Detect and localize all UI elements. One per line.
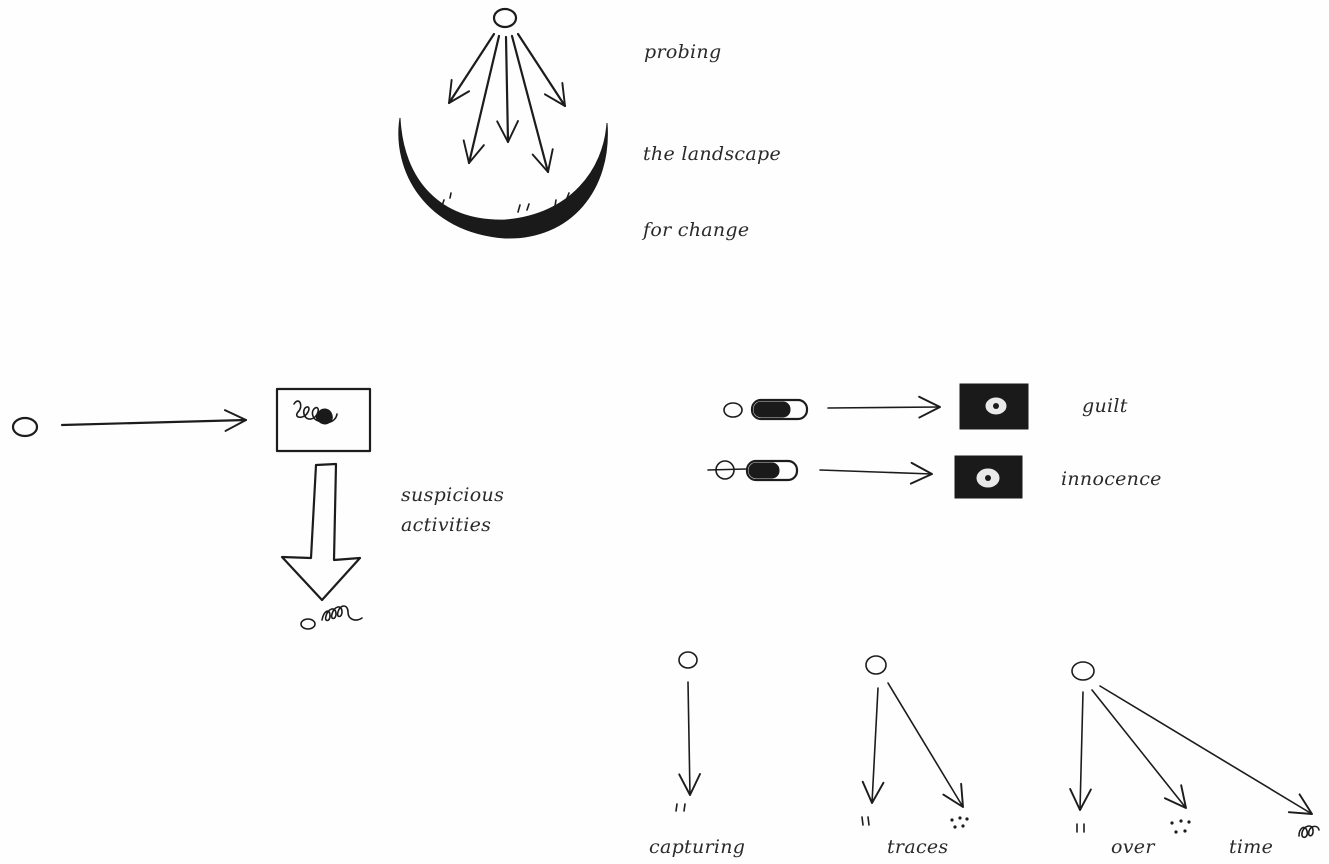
trace-dots <box>950 816 969 829</box>
probing-label: probing <box>644 41 722 63</box>
guilt-label: guilt <box>1082 395 1128 417</box>
trace-arrow <box>861 687 885 804</box>
observer-circle <box>492 7 518 29</box>
time-arrow <box>1091 689 1187 809</box>
probe-arrow <box>447 32 496 105</box>
result-scribble <box>321 605 363 622</box>
over-label: over <box>1111 836 1155 858</box>
trace-scribble <box>1298 825 1320 839</box>
suspicious-diagram <box>11 387 372 630</box>
verdict-diagram <box>707 383 1029 499</box>
probing-diagram <box>398 7 608 239</box>
innocence-label: innocence <box>1061 468 1162 490</box>
verdict-pupil <box>993 403 999 409</box>
time-label: time <box>1229 836 1274 858</box>
capsule-fill <box>753 401 791 418</box>
change-label: for change <box>643 219 750 241</box>
probe-arrow <box>462 34 501 165</box>
trace-mark <box>861 816 870 826</box>
extract-arrow <box>280 462 362 602</box>
trace-arrow <box>887 682 964 808</box>
probe-arrow <box>510 34 554 174</box>
time-arrow <box>1069 691 1092 811</box>
process-arrow <box>819 461 933 485</box>
landscape-crescent <box>398 117 608 239</box>
trace-mark <box>675 803 686 812</box>
observer-circle <box>865 655 887 675</box>
observer-circle <box>678 651 698 669</box>
landscape-texture <box>441 192 570 213</box>
probe-arrow <box>496 35 519 144</box>
time-arrow <box>1099 685 1313 815</box>
process-arrow <box>827 395 941 419</box>
probe-arrow <box>516 32 567 108</box>
cross-line <box>707 468 747 471</box>
observer-circle <box>1071 661 1095 681</box>
capsule-shape <box>750 398 809 421</box>
capsule-shape <box>745 459 799 482</box>
observation-frame <box>275 387 372 453</box>
trace-dots <box>1170 819 1191 834</box>
verdict-pupil <box>985 475 991 481</box>
observe-arrow <box>60 409 248 432</box>
subject-circle <box>723 402 743 418</box>
capsule-fill <box>748 462 780 479</box>
result-circle <box>300 618 316 630</box>
landscape-label: the landscape <box>643 143 781 165</box>
trace-mark <box>1076 823 1085 833</box>
capturing-label: capturing <box>649 836 746 858</box>
time-diagram <box>675 651 1320 839</box>
observer-circle <box>11 416 39 438</box>
activity-scribble-dark <box>315 408 333 425</box>
activities-label: activities <box>401 514 492 536</box>
capture-arrow <box>678 681 701 796</box>
suspicious-label: suspicious <box>401 484 505 506</box>
traces-label: traces <box>887 836 949 858</box>
